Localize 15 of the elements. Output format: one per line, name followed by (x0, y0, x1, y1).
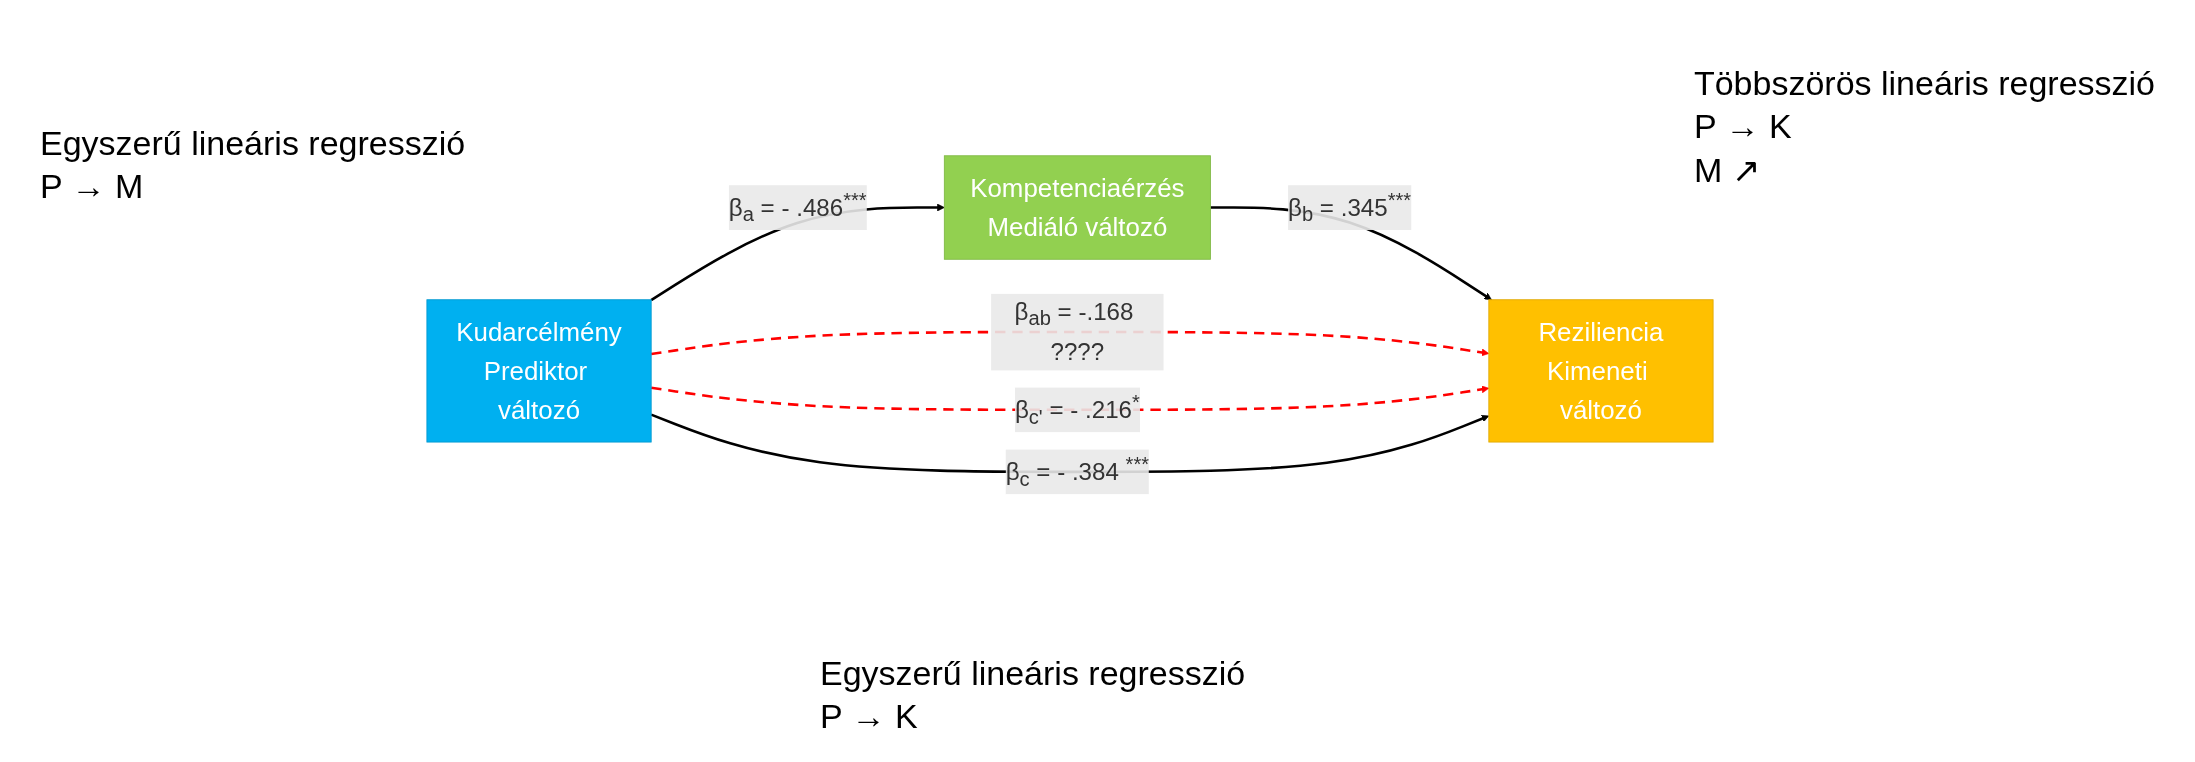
annotation-text: Egyszerű lineáris regresszió (40, 124, 466, 163)
edge-label: β$_{a}$ = - .486$^{***}$ (728, 188, 867, 226)
edge-label: β$_{c'}$ = - .216$^{*}$ (1014, 390, 1140, 428)
node-box: Kompetenciaérzés Mediáló változó (943, 155, 1211, 260)
edge-label: β$_{b}$ = .345$^{***}$ (1288, 188, 1412, 226)
annotation-text: Egyszerű lineáris regresszió (820, 654, 1246, 693)
edge-label: β$_{c}$ = - .384 $^{***}$ (1005, 452, 1150, 490)
edge-label: β$_{ab}$ = -.168 ???? (1014, 298, 1134, 366)
annotation-text: M ↗ (1693, 150, 1761, 190)
annotation-text: Többszörös lineáris regresszió (1693, 64, 2155, 103)
annotation-text: P → M (40, 167, 145, 206)
node-box: Kudarcélmény Prediktor változó (426, 299, 652, 443)
annotation-text: P → K (1693, 107, 1793, 146)
annotation-text: P → K (820, 697, 919, 736)
node-box: Reziliencia Kimeneti változó (1488, 299, 1714, 443)
